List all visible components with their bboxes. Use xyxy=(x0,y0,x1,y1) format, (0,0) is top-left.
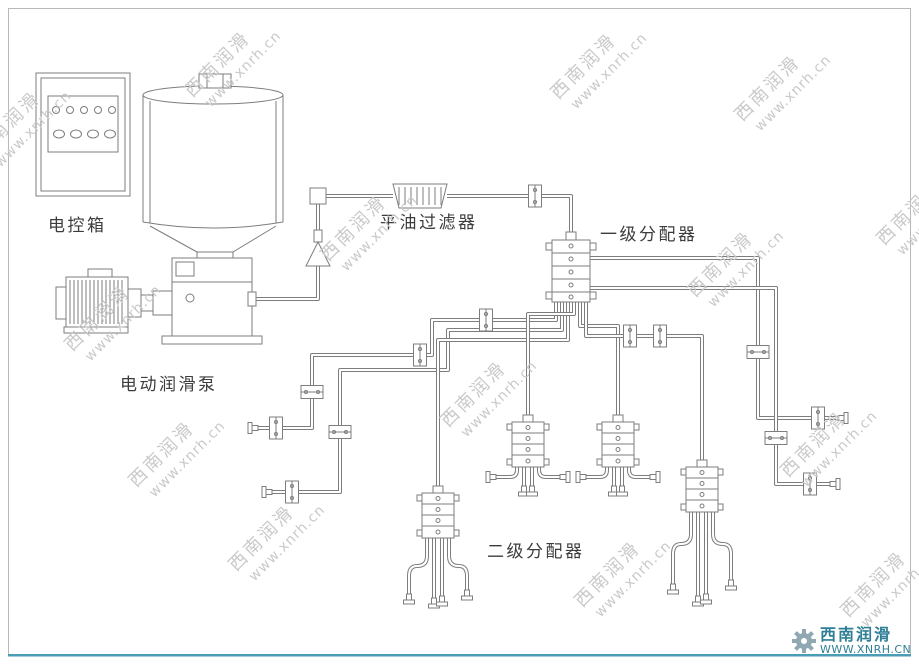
logo-website: WWW.XNRH.CN xyxy=(820,643,911,656)
label-pump: 电动润滑泵 xyxy=(120,375,218,395)
funnel-icon xyxy=(305,240,331,267)
grease-tank xyxy=(142,73,284,259)
grease-fitting xyxy=(247,422,259,434)
grease-fitting xyxy=(403,593,415,605)
pump-sight-glass xyxy=(185,293,195,303)
grease-fitting xyxy=(436,595,448,607)
site-logo: 西南润滑 WWW.XNRH.CN xyxy=(792,625,911,656)
pipe-clamp xyxy=(285,480,299,504)
motor-feet xyxy=(63,326,129,334)
pipe-clamp xyxy=(623,324,637,348)
pipe-clamp xyxy=(300,385,324,399)
primary-distributor xyxy=(545,231,597,303)
label-secondary-distributor: 二级分配器 xyxy=(487,542,585,562)
secondary-distributor-d xyxy=(680,459,724,513)
control-box xyxy=(35,72,131,197)
tank-outlet-flange xyxy=(196,251,234,259)
branch-dist-b-inner xyxy=(527,302,575,415)
control-box-inner xyxy=(40,77,126,192)
outlet-pipe-inner xyxy=(538,467,560,478)
outlet-pipe-inner xyxy=(408,538,428,594)
grease-fitting xyxy=(559,471,571,483)
oil-filter xyxy=(392,183,448,209)
grease-fitting xyxy=(649,471,661,483)
grease-fitting xyxy=(575,471,587,483)
line-strainer xyxy=(305,229,331,267)
outlet-pipe-inner xyxy=(712,512,732,580)
primary-distributor-body xyxy=(551,239,591,303)
control-box-body xyxy=(35,72,131,197)
electric-motor xyxy=(55,268,173,334)
outlet-pipe-inner xyxy=(628,467,650,478)
pipe-clamp xyxy=(528,184,542,208)
control-panel xyxy=(47,95,119,153)
coupling-housing xyxy=(152,290,173,316)
grease-fitting xyxy=(829,478,841,490)
branch-dist-a-inner xyxy=(437,302,569,486)
motor-fins xyxy=(69,280,123,324)
branch-right-1-inner xyxy=(590,257,838,419)
label-control-box: 电控箱 xyxy=(48,216,107,236)
outlet-pipe-inner xyxy=(448,538,468,590)
pump-housing xyxy=(171,257,253,337)
grease-fitting xyxy=(526,485,538,497)
main-feed-pipe-inner xyxy=(447,195,572,232)
pipe-clamp xyxy=(653,324,667,348)
pipe-clamp xyxy=(328,425,352,439)
outlet-pipe-inner xyxy=(586,467,608,478)
grease-fitting xyxy=(667,583,679,595)
gear-icon xyxy=(792,629,816,653)
pump-body xyxy=(161,257,263,345)
bottom-accent-bar xyxy=(8,654,911,657)
pump-outlet-flange xyxy=(247,291,257,307)
logo-company-name: 西南润滑 xyxy=(820,625,892,644)
grease-fitting xyxy=(461,589,473,601)
pipe-network xyxy=(252,194,838,598)
pipe-clamp xyxy=(413,343,427,367)
label-primary-distributor: 一级分配器 xyxy=(600,225,698,245)
outlet-pipe-inner xyxy=(496,467,518,478)
branch-dist-d-inner xyxy=(585,302,703,460)
grease-fitting xyxy=(725,579,737,591)
filter-body xyxy=(392,183,448,209)
motor-end-cap xyxy=(55,286,67,320)
outlet-pipe-inner xyxy=(672,512,692,584)
outlet-pipe xyxy=(671,512,693,584)
elbow-fitting xyxy=(309,187,327,205)
secondary-distributor-a xyxy=(416,485,460,539)
grease-fitting xyxy=(616,485,628,497)
branch-dist-c-inner xyxy=(579,302,619,415)
filter-hatching xyxy=(398,187,442,205)
branch-left-2-inner xyxy=(272,302,563,493)
pipe-clamp xyxy=(269,416,283,440)
label-filter: 平油过滤器 xyxy=(380,213,478,233)
grease-fitting xyxy=(261,486,273,498)
secondary-distributor-b xyxy=(506,414,550,468)
pump-outlet-pipe xyxy=(252,266,320,301)
pump-base xyxy=(161,335,263,345)
branch-left-1-inner xyxy=(258,302,557,429)
pipe-clamp xyxy=(764,431,788,445)
motor-junction-box xyxy=(87,268,113,278)
pipe-clamp xyxy=(479,308,493,332)
secondary-distributor-c xyxy=(596,414,640,468)
pump-outlet-pipe-inner xyxy=(252,266,319,300)
grease-fitting xyxy=(700,593,712,605)
pipe-clamp xyxy=(746,345,770,359)
grease-fitting xyxy=(485,471,497,483)
